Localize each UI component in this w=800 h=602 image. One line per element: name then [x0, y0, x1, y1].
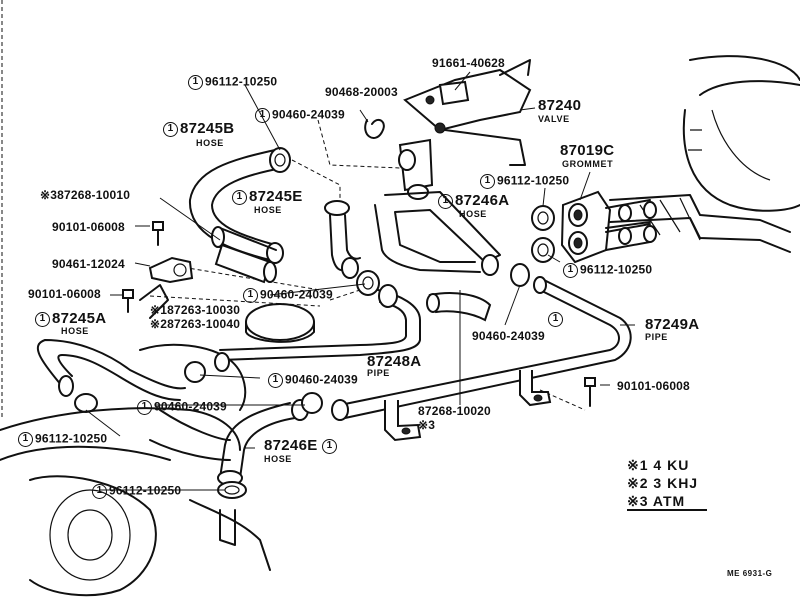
hose-caption-d: HOSE [61, 326, 89, 336]
part-87246e-label: 87246E 1 [264, 438, 339, 454]
circle-marker-c: 1 [548, 312, 565, 327]
note-marker: ※3 [40, 188, 58, 202]
clip-90461-drawing [148, 256, 194, 284]
circle-marker: 1 [92, 484, 107, 499]
circle-marker: 1 [137, 400, 152, 415]
pipe-87248a-drawing [214, 284, 421, 372]
pipe-caption-a: PIPE [645, 332, 668, 342]
clip-drawing [364, 118, 385, 139]
circle-marker: 1 [322, 438, 337, 454]
hose-caption-c: HOSE [459, 209, 487, 219]
part-90101-06008-c-label: 90101-06008 [617, 379, 690, 393]
circle-marker: 1 [480, 174, 495, 189]
part-90460-24039-c-label: 90460-24039 [472, 329, 545, 343]
hose-caption-a: HOSE [196, 138, 224, 148]
circle-marker: 1 [243, 288, 258, 303]
part-87263-10040-label: ※287263-10040 [150, 317, 241, 331]
part-90101-06008-a-label: 90101-06008 [52, 220, 125, 234]
part-90461-12024-label: 90461-12024 [52, 257, 125, 271]
circle-marker: 1 [255, 108, 270, 123]
circle-marker: 1 [18, 432, 33, 447]
radiator-tank-drawing [609, 55, 800, 253]
grommet-drawing [560, 190, 657, 264]
hose-87245e-drawing [211, 200, 361, 279]
pipe-87249a-drawing [331, 276, 632, 421]
disc-cap-drawing [245, 303, 315, 343]
legend-line-1: ※1 4 KU [627, 457, 690, 473]
part-90468-20003-label: 90468-20003 [325, 85, 398, 99]
bolt-b-drawing [122, 284, 169, 319]
part-90101-06008-b-label: 90101-06008 [28, 287, 101, 301]
legend-underline [627, 509, 707, 511]
note-marker: ※2 [150, 317, 168, 331]
figure-code: ME 6931-G [727, 569, 773, 578]
bottom-clamps-drawing [184, 361, 323, 499]
circle-marker: 1 [268, 373, 283, 388]
part-87248a-label: 87248A [367, 353, 422, 370]
hose-87246a-drawing [374, 191, 501, 276]
part-91661-40628-label: 91661-40628 [432, 56, 505, 70]
part-87268-10010-label: ※387268-10010 [40, 188, 131, 202]
hose-87245a-drawing [36, 339, 186, 413]
part-87249a-label: 87249A [645, 316, 700, 333]
valve-assembly-drawing [398, 59, 532, 200]
hose-87268-10020-drawing [426, 292, 492, 322]
note-marker: ※1 [150, 303, 168, 317]
pipe-caption-b: PIPE [367, 368, 390, 378]
grommet-caption: GROMMET [562, 159, 614, 169]
hose-caption-b: HOSE [254, 205, 282, 215]
part-87019c-label: 87019C [560, 142, 615, 159]
hose-caption-e: HOSE [264, 454, 292, 464]
center-clamp-drawing [356, 263, 530, 296]
hose-87268-10010-drawing [214, 243, 277, 284]
circle-marker: 1 [232, 189, 247, 205]
circle-marker: 1 [188, 75, 203, 90]
valve-caption: VALVE [538, 114, 570, 124]
circle-marker: 1 [35, 311, 50, 327]
pipe-brackets-drawing [384, 370, 552, 442]
circle-marker: 1 [438, 193, 453, 209]
bolt-c-drawing [584, 377, 596, 407]
circle-marker: 1 [163, 121, 178, 137]
part-87263-10030-label: ※187263-10030 [150, 303, 241, 317]
part-87268-10020-label: 87268-10020 [418, 404, 491, 418]
legend-line-3: ※3 ATM [627, 493, 686, 509]
engine-water-pump-drawing [0, 343, 271, 597]
clamp-pair-drawing [531, 205, 555, 263]
part-87240-label: 87240 [538, 97, 582, 114]
legend-line-2: ※2 3 KHJ [627, 475, 699, 491]
bolt-a-drawing [152, 221, 164, 246]
note-marker-bottom: ※3 [418, 418, 436, 432]
circle-marker: 1 [563, 263, 578, 278]
